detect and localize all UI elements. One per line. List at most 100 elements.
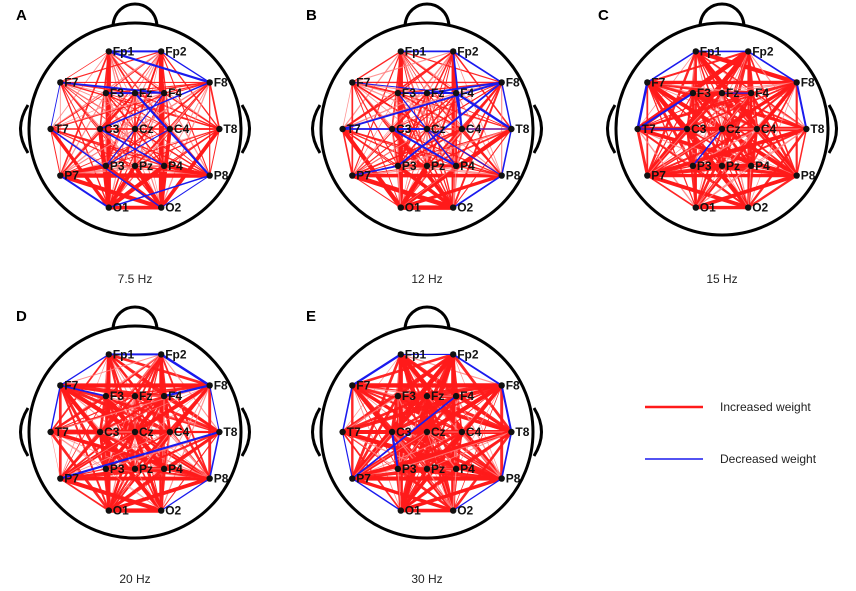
edge-T7-O1	[48, 127, 111, 210]
electrode-p7	[57, 172, 64, 179]
electrodes	[634, 48, 810, 211]
edge-P4-P8	[162, 467, 211, 480]
electrodes	[47, 351, 223, 514]
electrode-label-f7: F7	[356, 378, 370, 392]
edge-Fp1-F7	[59, 51, 110, 83]
edge-Pz-O1	[106, 163, 138, 210]
electrode-label-o2: O2	[457, 201, 473, 215]
edge-F3-P7	[350, 394, 400, 480]
electrode-label-f4: F4	[168, 86, 182, 100]
edge-T8-O2	[160, 431, 220, 512]
electrode-p4	[160, 162, 168, 170]
electrode-p8	[498, 172, 505, 179]
edge-F4-C4	[163, 92, 171, 130]
edge-C3-P7	[646, 128, 688, 177]
electrode-label-o1: O1	[405, 201, 421, 215]
edge-C3-Pz	[391, 431, 428, 470]
edge-C3-P3	[391, 430, 399, 470]
edge-P7-O2	[645, 173, 751, 210]
edge-F8-T8	[795, 81, 808, 130]
edge-F8-T7	[340, 383, 504, 434]
electrode-fz	[718, 89, 726, 97]
electrode-label-c4: C4	[761, 122, 777, 136]
frequency-caption: 20 Hz	[119, 572, 150, 586]
electrode-p8	[206, 475, 213, 482]
edge-F3-P7	[351, 92, 399, 176]
edge-P4-O2	[452, 165, 457, 208]
edge-T8-P3	[692, 128, 807, 167]
electrode-label-p8: P8	[506, 169, 521, 183]
edge-C3-P4	[98, 430, 166, 471]
edge-Pz-O1	[399, 467, 429, 513]
electrode-label-o2: O2	[457, 504, 473, 518]
edge-Fz-T8	[133, 394, 221, 434]
electrode-c4	[166, 125, 174, 133]
edge-P8-O2	[160, 175, 211, 209]
electrode-p3	[394, 465, 402, 473]
electrode-label-fp1: Fp1	[113, 44, 135, 58]
electrode-label-cz: Cz	[726, 122, 741, 136]
edge-Pz-O1	[695, 165, 723, 208]
electrode-label-pz: Pz	[139, 159, 153, 173]
edge-F3-P7	[59, 395, 107, 479]
edge-P3-O1	[105, 165, 110, 209]
electrode-t8	[508, 428, 515, 436]
edge-P4-O2	[747, 165, 752, 209]
edge-F3-T7	[341, 92, 399, 130]
electrode-label-f8: F8	[214, 378, 228, 392]
connections	[48, 352, 221, 513]
edge-P4-P8	[455, 468, 503, 480]
edge-F3-P7	[646, 92, 694, 177]
edge-Pz-O2	[426, 468, 454, 512]
edge-F4-P7	[351, 395, 457, 480]
electrode-label-fp1: Fp1	[405, 347, 427, 361]
edge-P8-O1	[106, 476, 212, 513]
edge-T7-P7	[50, 128, 61, 177]
electrode-label-f7: F7	[356, 75, 370, 89]
edge-P4-P8	[750, 165, 798, 177]
electrode-label-fp2: Fp2	[457, 347, 479, 361]
electrode-label-p3: P3	[110, 462, 125, 476]
edge-F7-F3	[59, 384, 107, 398]
electrode-label-p4: P4	[755, 159, 770, 173]
electrode-label-p7: P7	[64, 169, 79, 183]
electrode-fz	[131, 392, 139, 400]
panel-letter: B	[306, 7, 317, 24]
electrode-f8	[206, 79, 213, 86]
edge-P8-O1	[693, 173, 799, 210]
electrode-p8	[498, 475, 505, 482]
head-outline	[319, 324, 535, 540]
edge-P8-O1	[399, 173, 504, 210]
edge-C3-P7	[351, 431, 393, 480]
electrode-label-t7: T7	[347, 122, 361, 136]
edge-F7-T7	[50, 81, 61, 130]
electrode-f3	[689, 89, 697, 97]
electrode-label-t7: T7	[642, 122, 656, 136]
electrode-label-c3: C3	[104, 122, 120, 136]
electrode-label-fp1: Fp1	[113, 347, 135, 361]
edge-C4-P3	[105, 128, 171, 167]
head-outline	[27, 21, 243, 237]
electrode-p8	[793, 172, 800, 179]
edge-P3-O2	[396, 467, 455, 512]
edge-T8-P8	[795, 128, 808, 177]
edge-F8-C3	[391, 384, 503, 433]
edge-Fz-F8	[425, 384, 503, 398]
edge-Cz-P7	[351, 431, 428, 479]
edge-F8-T8	[209, 384, 220, 433]
edge-Fz-P8	[133, 92, 211, 177]
edge-Fp1-F7	[351, 353, 402, 387]
electrode-pz	[131, 465, 139, 473]
frequency-caption: 15 Hz	[706, 272, 737, 286]
edge-Fz-T7	[50, 92, 136, 130]
electrode-p4	[160, 465, 168, 473]
edge-T7-P7	[341, 128, 354, 177]
edge-T7-Pz	[50, 128, 136, 167]
electrode-cz	[131, 428, 139, 436]
electrode-label-o1: O1	[700, 201, 716, 215]
edge-F8-O2	[160, 81, 211, 209]
electrode-f7	[349, 79, 356, 86]
